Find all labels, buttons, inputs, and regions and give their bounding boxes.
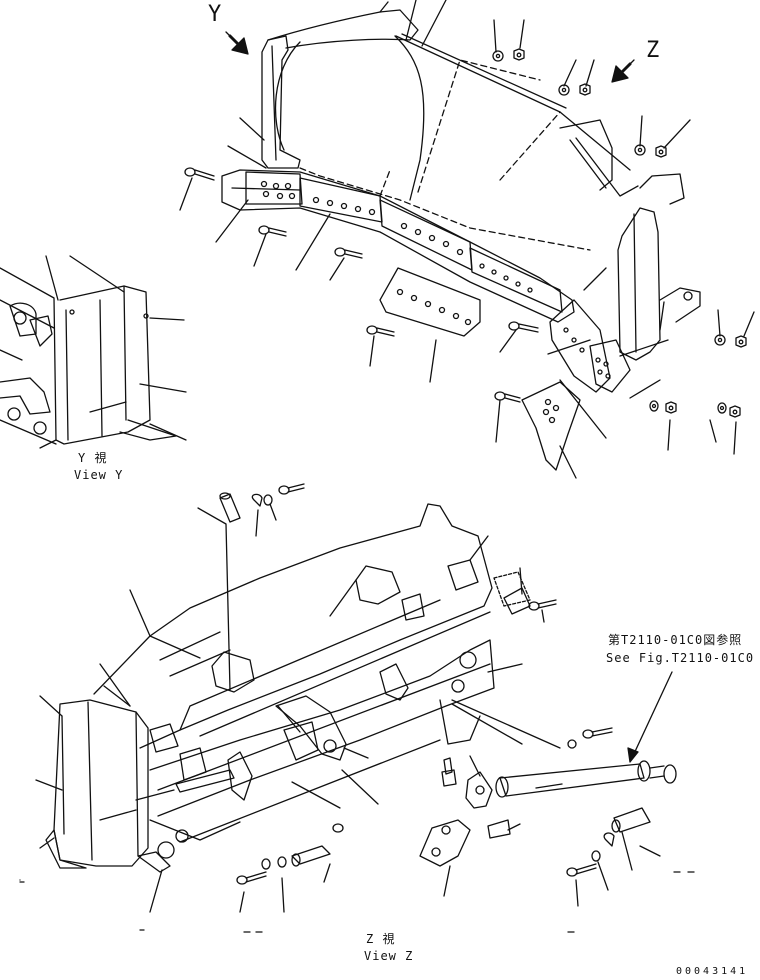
view-z-marker: Z <box>646 38 660 63</box>
view-y-caption-jp: Y 視 <box>78 451 108 465</box>
view-y-marker: Y <box>208 2 222 27</box>
figure-reference-en: See Fig.T2110-01C0 <box>606 651 755 665</box>
view-y-arrow-icon <box>225 31 249 55</box>
bolt-icon <box>184 167 539 403</box>
nut-washer-icon <box>492 48 747 418</box>
view-y-caption-en: View Y <box>74 468 124 482</box>
view-y-drawing <box>0 255 187 449</box>
view-z-caption-jp: Z 視 <box>366 932 396 946</box>
upper-assembly <box>179 0 755 479</box>
figure-reference-jp: 第T2110-01C0図参照 <box>608 633 743 647</box>
view-z-caption-en: View Z <box>364 949 414 963</box>
drawing-number: 00043141 <box>676 966 749 977</box>
view-z-arrow-icon <box>611 59 635 83</box>
lower-assembly <box>19 483 695 933</box>
